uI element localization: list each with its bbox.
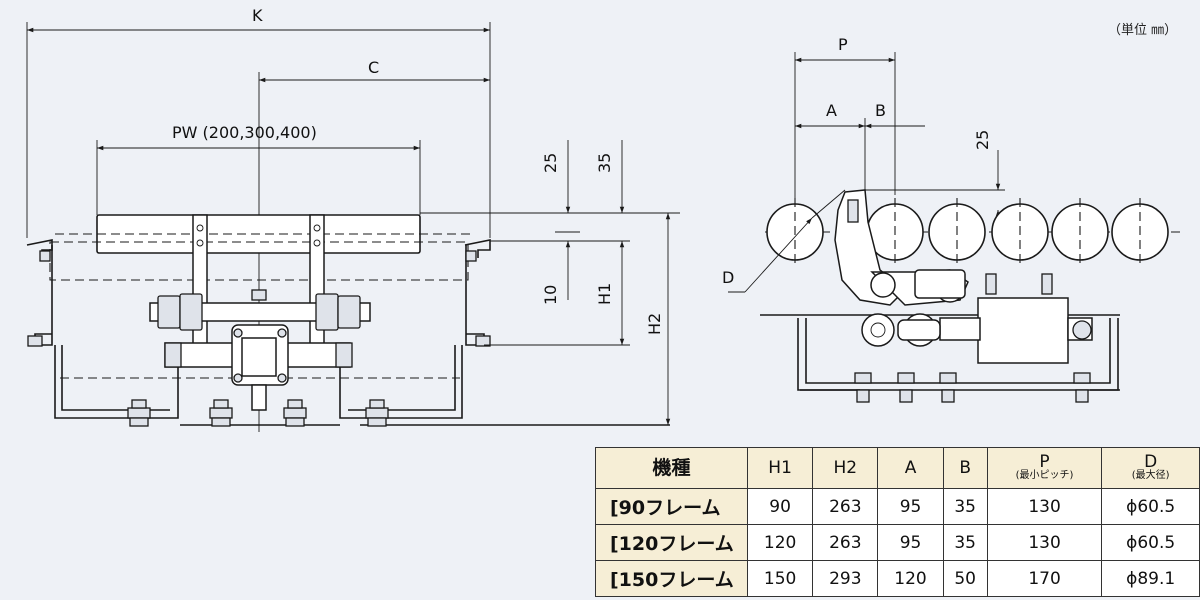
side-foot-bolts <box>854 372 1091 403</box>
dim-label-h2: H2 <box>645 313 664 335</box>
cell-h1: 90 <box>746 488 814 525</box>
dim-label-25-right: 25 <box>973 130 992 150</box>
front-view: K C PW (200,300,400) 25 35 10 H1 H2 <box>26 6 680 432</box>
header-model: 機種 <box>595 447 748 489</box>
cell-a: 95 <box>877 488 944 525</box>
cell-model: [90フレーム <box>595 488 748 525</box>
cell-h1: 120 <box>746 524 814 561</box>
dim-label-a: A <box>826 101 837 120</box>
dim-label-10: 10 <box>541 285 560 305</box>
unit-note: （単位 ㎜） <box>1108 23 1178 38</box>
dim-label-c: C <box>368 58 379 77</box>
dim-label-b: B <box>875 101 886 120</box>
dim-label-25-left: 25 <box>541 153 560 173</box>
roller-row <box>766 198 1169 266</box>
cell-p: 130 <box>986 488 1103 525</box>
cell-h2: 263 <box>812 488 879 525</box>
cell-b: 35 <box>942 488 988 525</box>
dim-label-35: 35 <box>595 153 614 173</box>
cell-model: [120フレーム <box>595 524 748 561</box>
foot-bolts <box>27 335 491 427</box>
cell-b: 50 <box>942 560 988 597</box>
header-a: A <box>877 447 944 489</box>
cell-a: 95 <box>877 524 944 561</box>
cell-p: 170 <box>986 560 1103 597</box>
cell-d: ϕ60.5 <box>1101 524 1200 561</box>
dim-label-p: P <box>838 35 848 54</box>
cell-a: 120 <box>877 560 944 597</box>
cell-b: 35 <box>942 524 988 561</box>
header-b: B <box>942 447 988 489</box>
table-row: [150フレーム 150 293 120 50 170 ϕ89.1 <box>595 560 1200 597</box>
dim-label-pw: PW (200,300,400) <box>172 123 317 142</box>
dim-label-h1: H1 <box>595 283 614 305</box>
dim-label-k: K <box>252 6 263 25</box>
dim-label-d: D <box>722 268 734 287</box>
header-p: P(最小ピッチ) <box>986 447 1103 489</box>
cell-h1: 150 <box>746 560 814 597</box>
side-view: P A B 25 D <box>722 35 1180 403</box>
header-h2: H2 <box>812 447 879 489</box>
table-row: [90フレーム 90 263 95 35 130 ϕ60.5 <box>595 488 1200 525</box>
table-row: [120フレーム 120 263 95 35 130 ϕ60.5 <box>595 524 1200 561</box>
cell-model: [150フレーム <box>595 560 748 597</box>
spec-table-header: 機種 H1 H2 A B P(最小ピッチ) D(最大径) <box>595 447 1200 489</box>
cell-d: ϕ60.5 <box>1101 488 1200 525</box>
cell-h2: 263 <box>812 524 879 561</box>
cell-h2: 293 <box>812 560 879 597</box>
header-h1: H1 <box>746 447 814 489</box>
air-cylinder <box>977 297 1069 364</box>
header-d: D(最大径) <box>1101 447 1200 489</box>
cell-d: ϕ89.1 <box>1101 560 1200 597</box>
cell-p: 130 <box>986 524 1103 561</box>
spec-table: 機種 H1 H2 A B P(最小ピッチ) D(最大径) [90フレーム 90 … <box>595 447 1200 597</box>
